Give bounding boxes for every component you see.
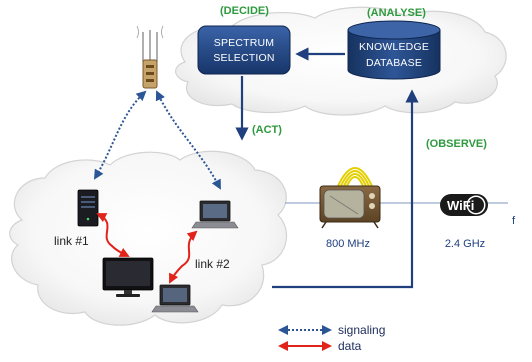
data-link-2: [169, 230, 198, 284]
spectrum-selection-line1: SPECTRUM: [214, 37, 275, 49]
tv-frequency-label: 800 MHz: [326, 238, 370, 250]
observe-label: (OBSERVE): [426, 138, 487, 150]
laptop-icon-2: [151, 284, 199, 313]
frequency-axis-label: f: [512, 215, 516, 227]
analyse-label: (ANALYSE): [367, 7, 426, 19]
tv-icon: [319, 167, 381, 229]
spectrum-selection-box: SPECTRUM SELECTION: [197, 25, 291, 75]
knowledge-database-line2: DATABASE: [366, 57, 422, 69]
signaling-link-server: [93, 90, 147, 180]
bottom-cloud: [9, 150, 288, 326]
legend: signaling data: [278, 323, 385, 353]
knowledge-database-line1: KNOWLEDGE: [359, 41, 429, 53]
legend-signaling-label: signaling: [338, 323, 385, 337]
act-label: (ACT): [252, 124, 282, 136]
antenna-icon: [136, 25, 164, 89]
server-tower-icon: [77, 189, 99, 227]
wifi-logo-icon: WiFi: [440, 194, 488, 216]
wifi-logo-text: WiFi: [447, 198, 474, 213]
decide-label: (DECIDE): [220, 5, 269, 17]
knowledge-database-cylinder: KNOWLEDGE DATABASE: [347, 20, 441, 80]
spectrum-selection-line2: SELECTION: [213, 52, 274, 64]
legend-data-label: data: [338, 339, 362, 353]
link-2-label: link #2: [195, 257, 230, 271]
data-link-1: [96, 213, 130, 257]
link-1-label: link #1: [54, 234, 89, 248]
laptop-icon-1: [191, 200, 239, 229]
signaling-link-laptop: [155, 90, 221, 190]
monitor-icon: [102, 257, 154, 297]
wifi-frequency-label: 2.4 GHz: [445, 238, 485, 250]
observe-feedback-arrow: [272, 89, 419, 289]
